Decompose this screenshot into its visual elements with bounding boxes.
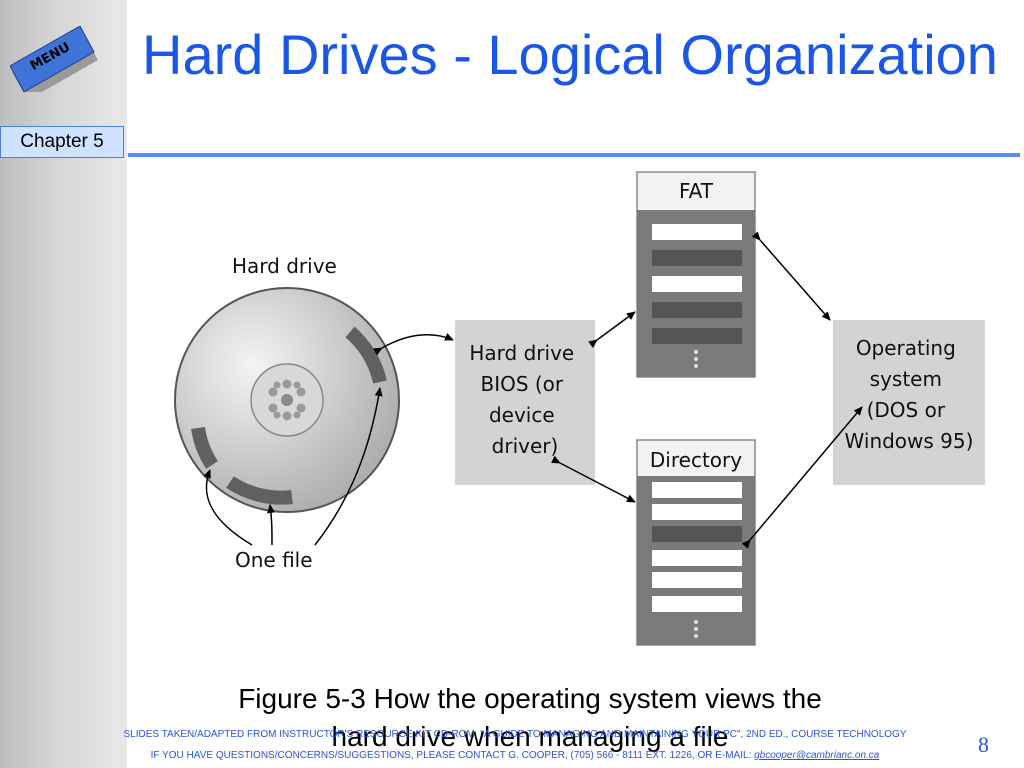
directory-os-arrow: [741, 406, 863, 549]
footer-contact: IF YOU HAVE QUESTIONS/CONCERNS/SUGGESTIO…: [50, 750, 980, 762]
directory-table: [636, 439, 756, 646]
caption-line-2: hard drive when managing a file: [331, 721, 729, 752]
caption-line-1: Figure 5-3 How the operating system view…: [238, 683, 822, 714]
pointer-arrow: [267, 504, 276, 546]
bios-fat-arrow: [588, 311, 636, 348]
sidebar: [0, 0, 127, 768]
hard-drive-label: Hard drive: [232, 254, 337, 278]
menu-button[interactable]: MENU: [9, 25, 128, 100]
fat-table: [636, 171, 756, 378]
menu-icon: MENU: [9, 25, 98, 100]
chapter-label[interactable]: Chapter 5: [0, 126, 124, 158]
one-file-label: One file: [235, 548, 313, 572]
bios-label: Hard drive BIOS (or device driver): [469, 341, 580, 458]
hard-drive-disk: [174, 287, 400, 513]
figure-caption: Figure 5-3 How the operating system view…: [150, 680, 910, 756]
file-segment: [226, 476, 293, 505]
spindle-icon: [268, 379, 306, 421]
figure-diagram: Hard drive One file Hard drive BIOS (or …: [174, 171, 985, 646]
footer-source: SLIDES TAKEN/ADAPTED FROM INSTRUCTOR'S R…: [123, 729, 907, 740]
bios-directory-arrow: [551, 455, 636, 503]
fat-os-arrow: [751, 231, 831, 321]
file-segment: [345, 326, 387, 384]
os-label: Operating system (DOS or Windows 95): [845, 336, 974, 453]
file-segment: [191, 426, 219, 469]
title-divider: [128, 153, 1020, 157]
slide-title: Hard Drives - Logical Organization: [142, 23, 998, 86]
fat-label: FAT: [679, 179, 714, 203]
bios-disk-arrow: [373, 333, 454, 356]
directory-label: Directory: [650, 448, 742, 472]
pointer-arrow: [314, 387, 383, 546]
page-number: 8: [978, 732, 989, 757]
footer-email-link[interactable]: gbcooper@cambrianc.on.ca: [754, 750, 880, 761]
pointer-arrow: [203, 469, 253, 546]
footer-contact-text: IF YOU HAVE QUESTIONS/CONCERNS/SUGGESTIO…: [150, 750, 752, 761]
